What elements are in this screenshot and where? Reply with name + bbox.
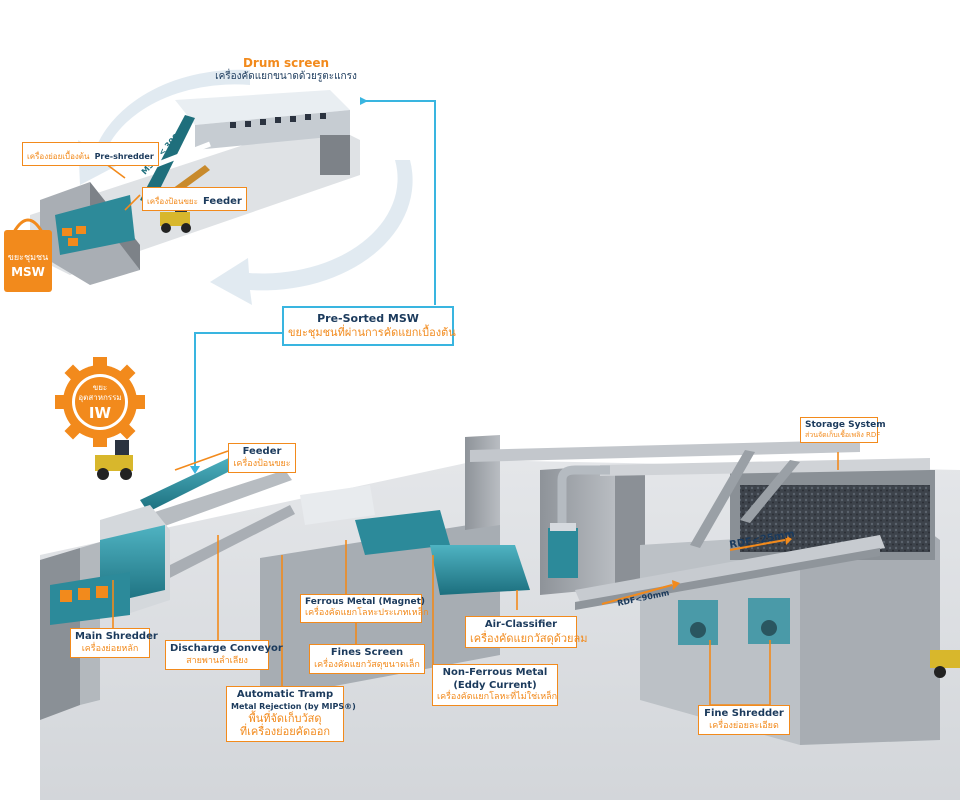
non-ferrous-th: เครื่องคัดแยกโลหะที่ไม่ใช่เหล็ก: [437, 692, 558, 702]
pre-sorted-en: Pre-Sorted MSW: [317, 312, 419, 325]
feeder-top-th: เครื่องป้อนขยะ: [147, 197, 198, 206]
fines-en: Fines Screen: [330, 647, 404, 658]
iw-th2: อุตสาหกรรม: [78, 393, 121, 402]
feeder-main-en: Feeder: [242, 446, 282, 457]
main-shredder-en: Main Shredder: [75, 631, 158, 642]
tramp-en1: Automatic Tramp: [236, 689, 334, 700]
automatic-tramp-label: Automatic Tramp Metal Rejection (by MIPS…: [226, 686, 356, 742]
feeder-top-en: Feeder: [203, 196, 242, 207]
fine-shredder-en: Fine Shredder: [704, 708, 784, 719]
non-ferrous-en2: (Eddy Current): [453, 679, 537, 691]
pre-sorted-label: Pre-Sorted MSW ขยะชุมชนที่ผ่านการคัดแยกเ…: [282, 306, 456, 346]
iw-gear: ขยะ อุตสาหกรรม IW: [55, 357, 145, 447]
pre-shredder-en: Pre-shredder: [94, 152, 154, 161]
orange-leader-lines: [89, 151, 839, 706]
msw-bag-en: MSW: [11, 265, 45, 279]
iw-en: IW: [89, 404, 112, 422]
fine-shredder-th: เครื่องย่อยละเอียด: [709, 720, 779, 731]
ferrous-en: Ferrous Metal (Magnet): [305, 597, 426, 607]
drum-screen-en: Drum screen: [242, 56, 330, 70]
non-ferrous-label: Non-Ferrous Metal (Eddy Current) เครื่อง…: [432, 664, 558, 707]
tramp-th1: พื้นที่จัดเก็บวัสดุ: [248, 711, 322, 725]
fines-screen-label: Fines Screen เครื่องคัดแยกวัสดุขนาดเล็ก: [309, 644, 425, 674]
msw-bag: ขยะชุมชน MSW: [4, 218, 52, 292]
iw-th1: ขยะ: [93, 383, 107, 392]
drum-screen-label: Drum screen เครื่องคัดแยกขนาดด้วยรูตะแกร…: [196, 56, 376, 84]
fine-shredder-label: Fine Shredder เครื่องย่อยละเอียด: [698, 705, 790, 735]
pre-sorted-th: ขยะชุมชนที่ผ่านการคัดแยกเบื้องต้น: [288, 325, 456, 339]
air-classifier-en: Air-Classifier: [484, 619, 558, 630]
storage-en: Storage System: [805, 420, 886, 430]
discharge-conveyor-label: Discharge Conveyor สายพานลำเลียง: [165, 640, 283, 670]
msw-bag-th: ขยะชุมชน: [8, 253, 49, 263]
air-classifier-th: เครื่องคัดแยกวัสดุด้วยลม: [470, 631, 588, 645]
right-loader: [930, 650, 960, 678]
pre-shredder-label: เครื่องย่อยเบื้องต้น Pre-shredder: [22, 142, 159, 166]
main-shredder-label: Main Shredder เครื่องย่อยหลัก: [70, 628, 158, 658]
feeder-main-th: เครื่องป้อนขยะ: [233, 458, 291, 469]
discharge-en: Discharge Conveyor: [170, 643, 283, 654]
fines-th: เครื่องคัดแยกวัสดุขนาดเล็ก: [314, 659, 420, 670]
air-classifier-label: Air-Classifier เครื่องคัดแยกวัสดุด้วยลม: [465, 616, 588, 649]
main-shredder-th: เครื่องย่อยหลัก: [81, 643, 139, 654]
storage-system-label: Storage System ส่วนจัดเก็บเชื้อเพลิง RDF: [800, 417, 886, 443]
storage-th: ส่วนจัดเก็บเชื้อเพลิง RDF: [805, 431, 881, 440]
ferrous-metal-label: Ferrous Metal (Magnet) เครื่องคัดแยกโลหะ…: [300, 594, 429, 623]
cyan-leader-lines: [194, 100, 436, 468]
rdf-arrows: [601, 539, 786, 605]
non-ferrous-en1: Non-Ferrous Metal: [442, 667, 548, 678]
tramp-en2: Metal Rejection (by MIPS®): [231, 701, 356, 711]
main-loader: [95, 440, 133, 480]
ferrous-th: เครื่องคัดแยกโลหะประเภทเหล็ก: [305, 608, 429, 619]
pre-shredder-th: เครื่องย่อยเบื้องต้น: [27, 152, 90, 161]
feeder-top-label: เครื่องป้อนขยะ Feeder: [142, 187, 247, 211]
inset-recycle-arrows: [78, 69, 413, 305]
drum-screen-th: เครื่องคัดแยกขนาดด้วยรูตะแกรง: [215, 71, 357, 82]
feeder-main-label: Feeder เครื่องป้อนขยะ: [228, 443, 296, 473]
discharge-th: สายพานลำเลียง: [186, 655, 248, 666]
tramp-th2: ที่เครื่องย่อยคัดออก: [239, 725, 331, 739]
